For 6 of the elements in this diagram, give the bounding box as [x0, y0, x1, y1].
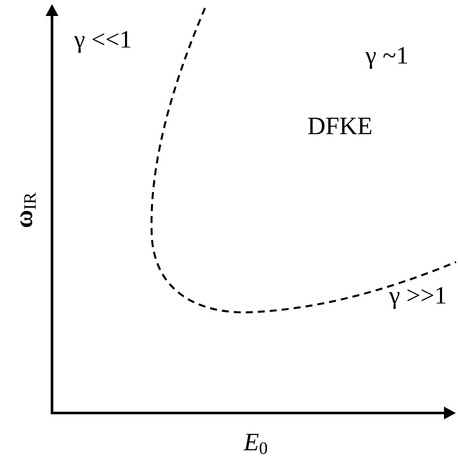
axis-label: ω$_{IR}$ [20, 192, 36, 228]
region-label: DFKE [308, 118, 372, 134]
region-label: γ >>1 [389, 287, 446, 309]
region-label: γ <<1 [74, 31, 130, 53]
region-label: γ ~1 [365, 47, 408, 69]
axis-label: E$_{0}$ [244, 434, 268, 454]
